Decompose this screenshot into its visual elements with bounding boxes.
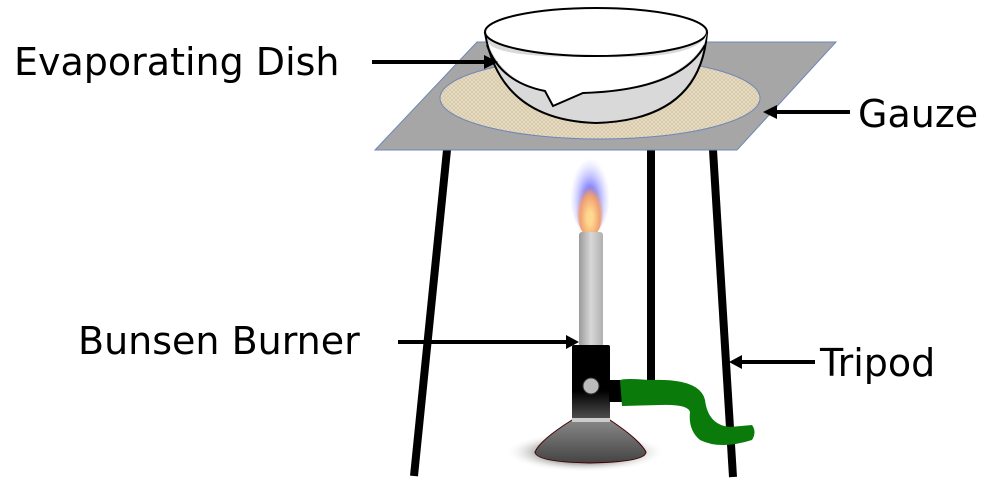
evaporating-dish-rim bbox=[484, 7, 708, 57]
label-tripod: Tripod bbox=[820, 341, 936, 385]
arrow-dish bbox=[372, 55, 498, 69]
arrow-burner bbox=[398, 335, 579, 349]
label-evaporating-dish: Evaporating Dish bbox=[14, 40, 340, 84]
air-valve-knob bbox=[582, 377, 600, 395]
arrow-gauze bbox=[763, 105, 850, 119]
gas-hose bbox=[620, 379, 755, 445]
label-bunsen-burner: Bunsen Burner bbox=[78, 319, 360, 363]
burner-base bbox=[534, 419, 647, 464]
tripod-leg-right bbox=[709, 149, 737, 478]
arrow-tripod bbox=[729, 355, 815, 369]
tripod-leg-left bbox=[410, 149, 451, 477]
flame-inner bbox=[576, 173, 604, 237]
label-gauze: Gauze bbox=[858, 92, 979, 136]
burner-tube bbox=[579, 232, 603, 347]
